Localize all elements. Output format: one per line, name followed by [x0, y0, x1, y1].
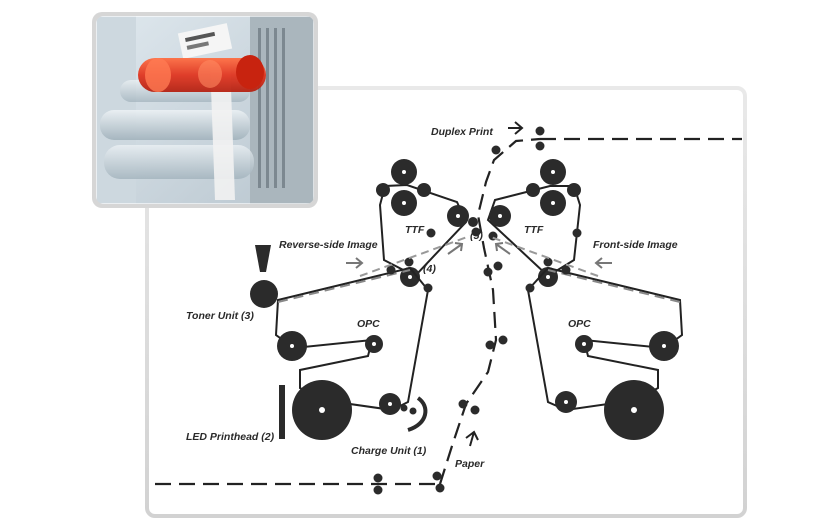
label-opc-right: OPC	[568, 318, 591, 330]
drum-right	[604, 380, 664, 440]
roller-center-marks	[290, 170, 666, 406]
label-opc-left: OPC	[357, 318, 380, 330]
label-paper: Paper	[455, 458, 485, 470]
image-transfer-arrows	[346, 242, 612, 269]
paper-path-rollers	[373, 126, 545, 495]
label-toner-unit: Toner Unit (3)	[186, 310, 254, 322]
printer-interior-photo	[92, 12, 318, 208]
toner-unit	[250, 245, 278, 308]
label-front-side-image: Front-side Image	[593, 239, 678, 251]
led-printhead-bar	[279, 385, 285, 439]
label-charge-unit: Charge Unit (1)	[351, 445, 427, 457]
label-ttf-right: TTF	[524, 224, 544, 236]
reverse-side-image-dash	[359, 235, 471, 277]
paper-direction-arrows	[465, 121, 524, 447]
label-led-printhead: LED Printhead (2)	[186, 431, 275, 443]
label-marker-5: (5)	[470, 230, 483, 242]
label-marker-4: (4)	[423, 263, 436, 275]
led-drum-left	[292, 380, 352, 440]
label-ttf-left: TTF	[405, 224, 425, 236]
charge-unit	[400, 396, 428, 432]
label-reverse-side-image: Reverse-side Image	[279, 239, 378, 251]
front-side-image-dash	[487, 235, 599, 277]
label-duplex-print: Duplex Print	[431, 126, 493, 138]
